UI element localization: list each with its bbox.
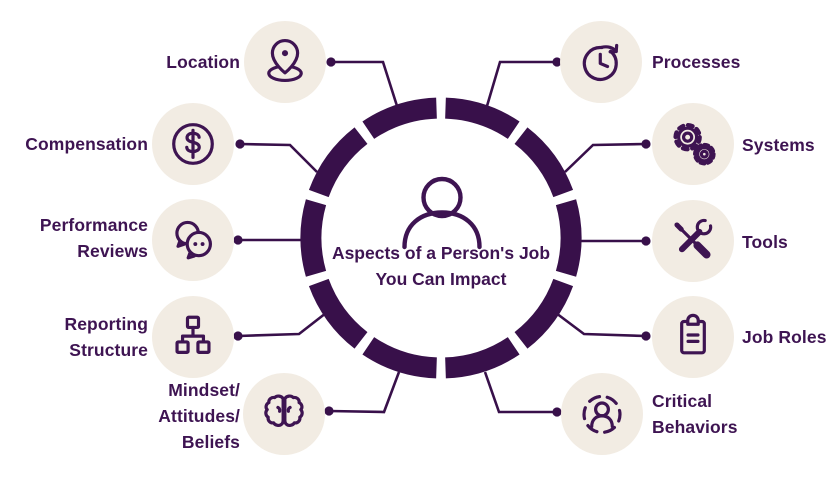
connector-job-roles: [555, 311, 651, 341]
node-reporting-structure: [152, 296, 234, 378]
label-processes: Processes: [652, 52, 741, 72]
node-critical-behaviors: [561, 373, 643, 455]
label-compensation: Compensation: [25, 134, 148, 154]
center-title-line1: Aspects of a Person's Job: [331, 243, 551, 263]
node-tools: [652, 200, 734, 282]
node-compensation: [152, 103, 234, 185]
ring-segment: [308, 127, 368, 198]
ring-segment: [300, 199, 327, 277]
node-systems: [652, 103, 734, 185]
node-job-roles: [652, 296, 734, 378]
ring-segment: [444, 97, 520, 140]
ring-segment: [514, 278, 574, 349]
connectors: [233, 57, 651, 417]
label-performance-reviews: Performance Reviews: [39, 215, 148, 261]
chat-bubbles-icon: [175, 220, 212, 260]
connector-tools: [578, 236, 651, 246]
label-tools: Tools: [742, 232, 788, 252]
connector-reporting-structure: [233, 311, 327, 341]
label-critical-behaviors: Critical Behaviors: [652, 391, 738, 437]
label-job-roles: Job Roles: [742, 327, 827, 347]
person-target-icon: [582, 394, 622, 435]
node-processes: [560, 21, 642, 103]
segmented-ring: [300, 97, 582, 379]
ring-segment: [514, 127, 574, 198]
connector-processes: [485, 57, 562, 107]
center-title-line2: You Can Impact: [375, 269, 507, 289]
brain-icon: [264, 394, 304, 428]
node-location: [244, 21, 326, 103]
ring-segment: [362, 336, 438, 379]
org-chart-icon: [175, 315, 211, 354]
location-pin-icon: [267, 38, 303, 83]
clock-refresh-icon: [582, 43, 619, 82]
tools-icon: [674, 218, 713, 259]
node-mindset: [243, 373, 325, 455]
label-mindset: Mindset/ Attitudes/ Beliefs: [158, 380, 240, 452]
ring-segment: [444, 336, 520, 379]
connector-critical-behaviors: [483, 371, 562, 417]
connector-systems: [564, 139, 651, 173]
dollar-coin-icon: [172, 123, 214, 165]
clipboard-icon: [680, 313, 706, 355]
connector-location: [326, 57, 399, 107]
connector-performance-reviews: [233, 235, 306, 245]
label-location: Location: [166, 52, 240, 72]
ring-segment: [308, 278, 368, 349]
label-systems: Systems: [742, 135, 815, 155]
person-icon: [402, 176, 482, 250]
connector-compensation: [235, 139, 318, 173]
connector-mindset: [324, 371, 401, 416]
label-reporting-structure: Reporting Structure: [64, 314, 148, 360]
ring-segment: [555, 199, 582, 277]
ring-segment: [362, 97, 438, 140]
node-performance-reviews: [152, 199, 234, 281]
center-title: Aspects of a Person's Job You Can Impact: [311, 240, 571, 292]
gears-icon: [673, 122, 716, 166]
